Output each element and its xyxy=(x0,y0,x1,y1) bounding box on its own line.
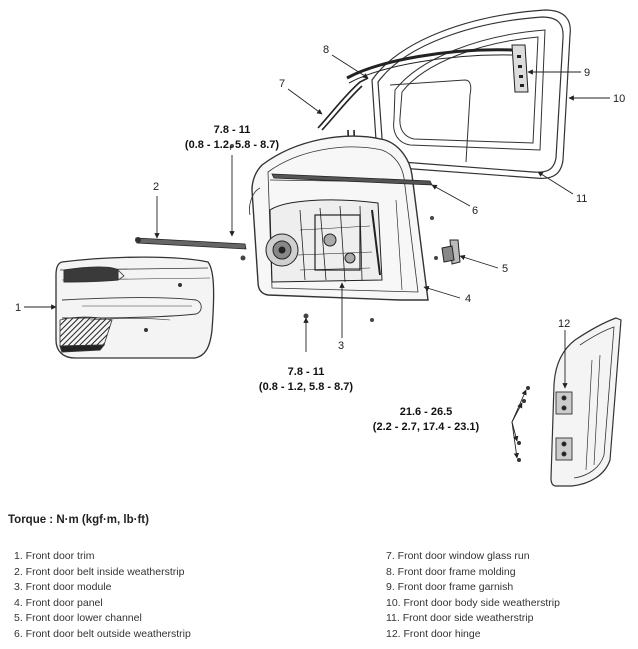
torque-units-title: Torque : N·m (kgf·m, lb·ft) xyxy=(8,514,149,526)
callout-7: 7 xyxy=(279,78,285,90)
legend-item: 4. Front door panel xyxy=(14,596,103,609)
callout-5: 5 xyxy=(502,263,508,275)
leader-lines xyxy=(24,54,610,459)
legend-item: 12. Front door hinge xyxy=(386,627,481,640)
legend-item: 11. Front door side weatherstrip xyxy=(386,612,534,625)
callout-8: 8 xyxy=(323,44,329,56)
legend-item: 5. Front door lower channel xyxy=(14,612,142,625)
door-lower-channel xyxy=(441,239,461,265)
callout-9: 9 xyxy=(584,67,590,79)
belt-inside-weatherstrip xyxy=(135,237,247,250)
callout-3: 3 xyxy=(338,340,344,352)
legend-item: 8. Front door frame molding xyxy=(386,565,516,578)
door-trim xyxy=(55,256,215,359)
callout-4: 4 xyxy=(465,293,471,305)
callout-2: 2 xyxy=(153,181,159,193)
callout-12: 12 xyxy=(558,318,570,330)
legend-right: 7. Front door window glass run 8. Front … xyxy=(386,549,560,643)
legend-item: 6. Front door belt outside weatherstrip xyxy=(14,627,191,640)
torque-upper-alt: (0.8 - 1.2, 5.8 - 8.7) xyxy=(185,139,279,151)
legend-item: 10. Front door body side weatherstrip xyxy=(386,596,560,609)
callout-6: 6 xyxy=(472,205,478,217)
callout-10: 10 xyxy=(613,93,625,105)
exploded-door-diagram: 1 2 3 4 5 6 7 8 9 10 11 12 7.8 - 11 (0.8… xyxy=(15,9,625,487)
callout-1: 1 xyxy=(15,302,21,314)
legend-item: 1. Front door trim xyxy=(14,550,95,562)
callout-11: 11 xyxy=(576,193,587,205)
door-frame-garnish xyxy=(511,44,529,93)
legend-item: 2. Front door belt inside weatherstrip xyxy=(14,565,185,578)
torque-hinge-alt: (2.2 - 2.7, 17.4 - 23.1) xyxy=(373,421,480,433)
torque-hinge-value: 21.6 - 26.5 xyxy=(400,406,453,418)
legend-item: 9. Front door frame garnish xyxy=(386,581,514,594)
fasteners xyxy=(230,144,438,322)
door-hinge xyxy=(550,317,622,487)
legend-item: 3. Front door module xyxy=(14,581,112,594)
torque-lower-alt: (0.8 - 1.2, 5.8 - 8.7) xyxy=(259,381,353,393)
legend-left: 1. Front door trim 2. Front door belt in… xyxy=(14,549,191,643)
door-frame-molding xyxy=(346,48,513,84)
door-body-side-weatherstrip xyxy=(389,29,546,163)
torque-lower-value: 7.8 - 11 xyxy=(288,366,325,378)
hinge-bolts xyxy=(517,386,530,462)
torque-upper-value: 7.8 - 11 xyxy=(214,124,251,136)
legend-item: 7. Front door window glass run xyxy=(386,550,530,562)
door-module xyxy=(265,199,383,283)
